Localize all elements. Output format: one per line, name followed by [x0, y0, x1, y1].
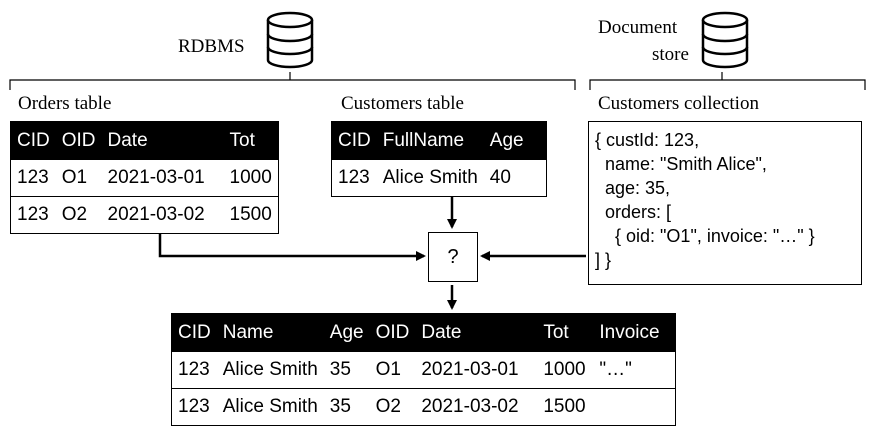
table-row: 123 Alice Smith 35 O2 2021-03-02 1500 [171, 388, 676, 426]
table-cell: 35 [323, 388, 370, 426]
column-header: CID [331, 121, 377, 160]
integration-symbol: ? [447, 245, 459, 268]
column-header: Age [483, 121, 547, 160]
table-row: 123 Alice Smith 40 [331, 159, 547, 197]
table-cell: 123 [10, 196, 56, 234]
document-line: name: "Smith Alice", [595, 154, 767, 174]
document-line: orders: [ [595, 202, 672, 222]
docstore-label-line2: store [652, 44, 689, 65]
result-table: CID Name Age OID Date Tot Invoice 123 Al… [171, 313, 677, 426]
result-header-row: CID Name Age OID Date Tot Invoice [171, 313, 676, 352]
column-header: CID [10, 121, 56, 160]
orders-table-title: Orders table [18, 93, 112, 114]
column-header: FullName [376, 121, 484, 160]
table-cell: Alice Smith [216, 388, 324, 426]
table-cell: 2021-03-01 [101, 159, 224, 197]
column-header: Tot [223, 121, 279, 160]
table-cell: 123 [10, 159, 56, 197]
customers-header-row: CID FullName Age [331, 121, 547, 160]
table-cell: "…" [593, 351, 676, 389]
table-cell: Alice Smith [376, 159, 484, 197]
rdbms-bracket [9, 79, 576, 90]
table-cell: 2021-03-02 [415, 388, 538, 426]
table-cell: 123 [331, 159, 377, 197]
column-header: Invoice [593, 313, 676, 352]
column-header: CID [171, 313, 217, 352]
database-icon [701, 11, 749, 69]
table-cell: 123 [171, 388, 217, 426]
table-cell: 35 [323, 351, 370, 389]
collection-title: Customers collection [598, 93, 759, 114]
rdbms-label: RDBMS [178, 36, 245, 57]
column-header: Age [323, 313, 370, 352]
column-header: Date [415, 313, 538, 352]
orders-to-integration-arrow [158, 233, 426, 261]
customers-table: CID FullName Age 123 Alice Smith 40 [331, 121, 547, 197]
document-line: ] } [595, 250, 612, 270]
table-cell: O1 [55, 159, 102, 197]
table-cell: 1500 [537, 388, 594, 426]
table-cell: O2 [369, 388, 416, 426]
integration-box: ? [428, 232, 478, 282]
docstore-bracket [589, 79, 866, 90]
table-cell: O2 [55, 196, 102, 234]
document-line: { oid: "O1", invoice: "…" } [595, 226, 815, 246]
table-cell: 40 [483, 159, 547, 197]
document-line: { custId: 123, [595, 130, 700, 150]
orders-table: CID OID Date Tot 123 O1 2021-03-01 1000 … [10, 121, 279, 234]
table-cell: 1000 [223, 159, 279, 197]
table-row: 123 O1 2021-03-01 1000 [10, 159, 279, 197]
table-cell: 2021-03-02 [101, 196, 224, 234]
table-row: 123 Alice Smith 35 O1 2021-03-01 1000 "…… [171, 351, 676, 389]
table-cell: 2021-03-01 [415, 351, 538, 389]
table-cell: 1500 [223, 196, 279, 234]
customers-collection-document: { custId: 123, name: "Smith Alice", age:… [588, 121, 862, 285]
docstore-label-line1: Document [598, 17, 678, 38]
column-header: Name [216, 313, 324, 352]
orders-header-row: CID OID Date Tot [10, 121, 279, 160]
column-header: Tot [537, 313, 594, 352]
column-header: Date [101, 121, 224, 160]
customers-table-title: Customers table [341, 93, 464, 114]
column-header: OID [55, 121, 102, 160]
table-cell: O1 [369, 351, 416, 389]
document-line: age: 35, [595, 178, 671, 198]
column-header: OID [369, 313, 416, 352]
database-icon [266, 11, 314, 69]
table-cell: 123 [171, 351, 217, 389]
table-cell: Alice Smith [216, 351, 324, 389]
table-row: 123 O2 2021-03-02 1500 [10, 196, 279, 234]
table-cell [593, 388, 676, 426]
table-cell: 1000 [537, 351, 594, 389]
